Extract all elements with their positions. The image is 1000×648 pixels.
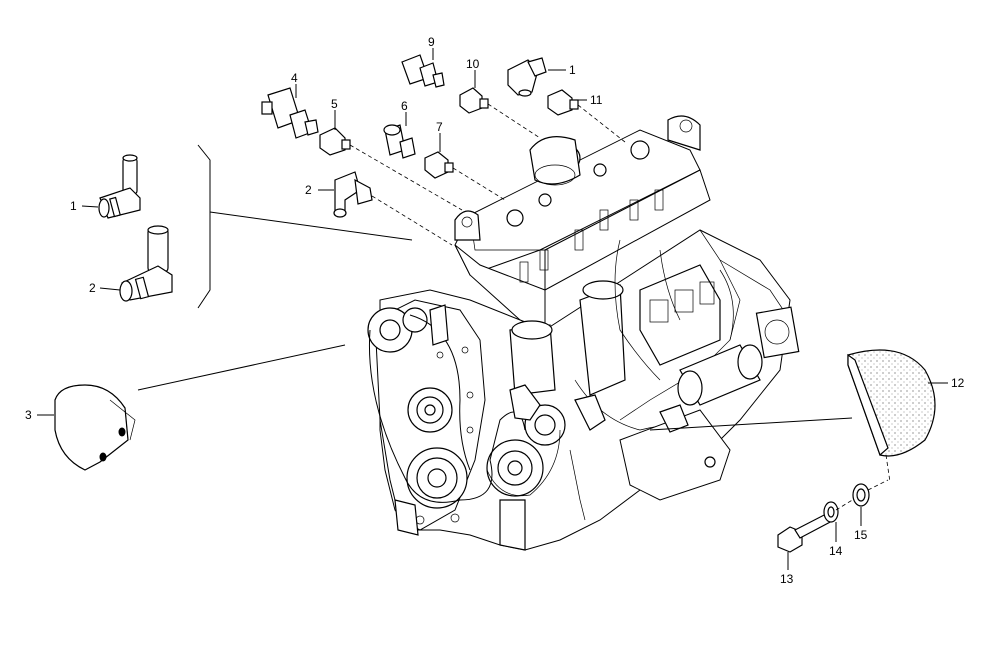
dashed-path-5	[349, 144, 463, 211]
dashed-path-10	[487, 103, 541, 139]
label-2-left: 2	[89, 281, 96, 295]
part-2-left-elbow	[119, 225, 173, 302]
label-5: 5	[331, 97, 338, 111]
label-11: 11	[590, 93, 603, 107]
part-1-left-elbow	[98, 154, 141, 219]
part-12-shield	[847, 349, 936, 457]
label-1-upper: 1	[569, 63, 576, 77]
dashed-path-15	[867, 479, 889, 491]
part-3-shield	[54, 384, 136, 471]
dashed-path-12	[885, 454, 891, 483]
part-11-nut	[547, 89, 579, 116]
part-10-nut	[459, 87, 489, 114]
dashed-path-7	[452, 167, 506, 201]
dashed-path-13	[835, 498, 855, 511]
callout-labels: 1 2 3 4 5 6 7 2 9 10 1 11 12 13 14 15	[25, 35, 965, 586]
label-13: 13	[780, 572, 794, 586]
label-12: 12	[951, 376, 965, 390]
leader-12-to-engine	[649, 417, 853, 431]
label-10: 10	[466, 57, 480, 71]
leader-lines	[37, 48, 948, 570]
part-6-plug	[383, 124, 416, 159]
label-9: 9	[428, 35, 435, 49]
engine-assembly	[367, 115, 800, 551]
label-6: 6	[401, 99, 408, 113]
leader-3-to-engine	[137, 344, 346, 391]
label-15: 15	[854, 528, 868, 542]
part-9-sensor	[401, 54, 445, 88]
label-14: 14	[829, 544, 843, 558]
part-7-nut	[424, 151, 454, 179]
part-13-bolt	[777, 511, 835, 553]
part-14-lock-washer	[823, 501, 839, 523]
dashed-path-2	[371, 195, 453, 246]
part-15-washer	[852, 483, 870, 507]
part-2-upper-elbow	[333, 171, 373, 218]
dashed-path-11	[577, 104, 626, 143]
leader-bracket-to-engine	[209, 211, 413, 241]
label-3: 3	[25, 408, 32, 422]
part-5-nut	[319, 127, 351, 156]
part-1-upper-elbow	[507, 57, 547, 97]
part-4-sensor	[261, 87, 319, 139]
label-4: 4	[291, 71, 298, 85]
label-2-upper: 2	[305, 183, 312, 197]
group-bracket	[197, 144, 211, 309]
label-1-left: 1	[70, 199, 77, 213]
label-7: 7	[436, 120, 443, 134]
